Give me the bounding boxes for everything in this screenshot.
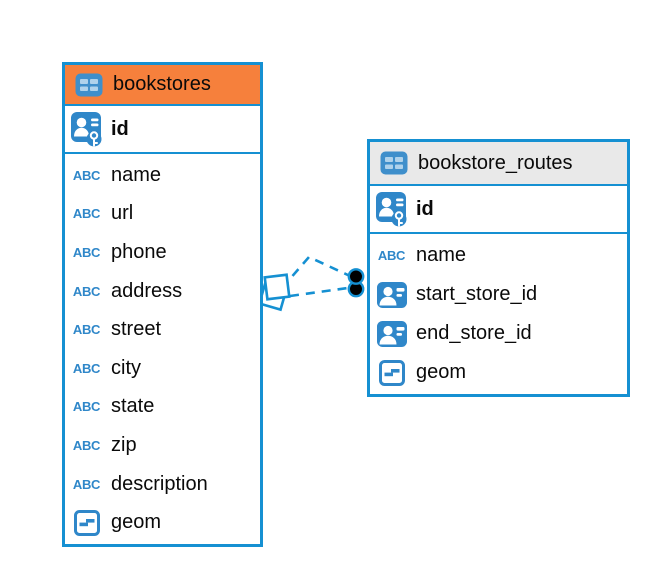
column-row-primary-key[interactable]: id <box>65 106 260 154</box>
column-row[interactable]: start_store_id <box>370 275 627 314</box>
text-type-icon: ABC <box>72 476 101 492</box>
column-row[interactable]: ABC zip <box>65 426 260 465</box>
column-name: end_store_id <box>416 322 532 344</box>
table-title: bookstore_routes <box>418 151 573 174</box>
column-name: name <box>416 244 467 266</box>
column-name: url <box>111 202 134 225</box>
column-name: start_store_id <box>416 283 538 305</box>
text-type-icon: ABC <box>72 244 101 260</box>
text-type-icon: ABC <box>72 360 101 376</box>
foreign-key-icon <box>376 281 407 308</box>
column-row[interactable]: geom <box>370 353 627 392</box>
column-name: id <box>111 117 129 140</box>
geometry-type-icon <box>376 359 407 386</box>
text-type-icon: ABC <box>72 437 101 453</box>
column-name: city <box>111 356 141 379</box>
text-type-icon: ABC <box>72 283 101 299</box>
table-node-bookstore-routes[interactable]: bookstore_routes id ABC name start_store_i… <box>367 139 630 397</box>
column-row[interactable]: ABC address <box>65 272 260 311</box>
table-header-bookstores[interactable]: bookstores <box>65 65 260 106</box>
table-icon <box>378 151 409 175</box>
column-name: id <box>416 197 434 220</box>
text-type-icon: ABC <box>72 399 101 415</box>
column-name: phone <box>111 240 167 263</box>
column-row[interactable]: ABC city <box>65 349 260 388</box>
column-row[interactable]: ABC state <box>65 388 260 427</box>
relation-dot-marker-back <box>347 280 365 298</box>
column-row[interactable]: ABC name <box>370 236 627 275</box>
column-name: state <box>111 395 155 418</box>
column-row-primary-key[interactable]: id <box>370 186 627 234</box>
relation-square-marker-front <box>263 273 291 301</box>
column-name: geom <box>111 511 162 534</box>
table-header-bookstore-routes[interactable]: bookstore_routes <box>370 142 627 186</box>
relation-line-start-store[interactable] <box>281 255 351 289</box>
relation-line-end-store[interactable] <box>289 286 349 298</box>
column-name: description <box>111 472 208 495</box>
column-name: street <box>111 318 162 341</box>
text-type-icon: ABC <box>72 206 101 222</box>
column-row[interactable]: ABC phone <box>65 233 260 272</box>
column-row[interactable]: geom <box>65 503 260 542</box>
column-row[interactable]: ABC street <box>65 310 260 349</box>
column-row[interactable]: ABC url <box>65 195 260 234</box>
primary-key-icon <box>376 191 407 229</box>
geometry-type-icon <box>71 509 102 536</box>
column-row[interactable]: end_store_id <box>370 314 627 353</box>
column-name: name <box>111 163 162 186</box>
text-type-icon: ABC <box>72 167 101 183</box>
foreign-key-icon <box>376 320 407 347</box>
column-name: geom <box>416 361 467 383</box>
relation-dot-marker-front <box>347 268 365 285</box>
column-name: address <box>111 279 183 302</box>
text-type-icon: ABC <box>377 248 406 263</box>
primary-key-icon <box>71 111 102 149</box>
text-type-icon: ABC <box>72 322 101 338</box>
column-row[interactable]: ABC name <box>65 156 260 195</box>
table-icon <box>73 73 104 97</box>
table-title: bookstores <box>113 73 211 95</box>
column-row[interactable]: ABC description <box>65 465 260 504</box>
column-name: zip <box>111 433 137 456</box>
